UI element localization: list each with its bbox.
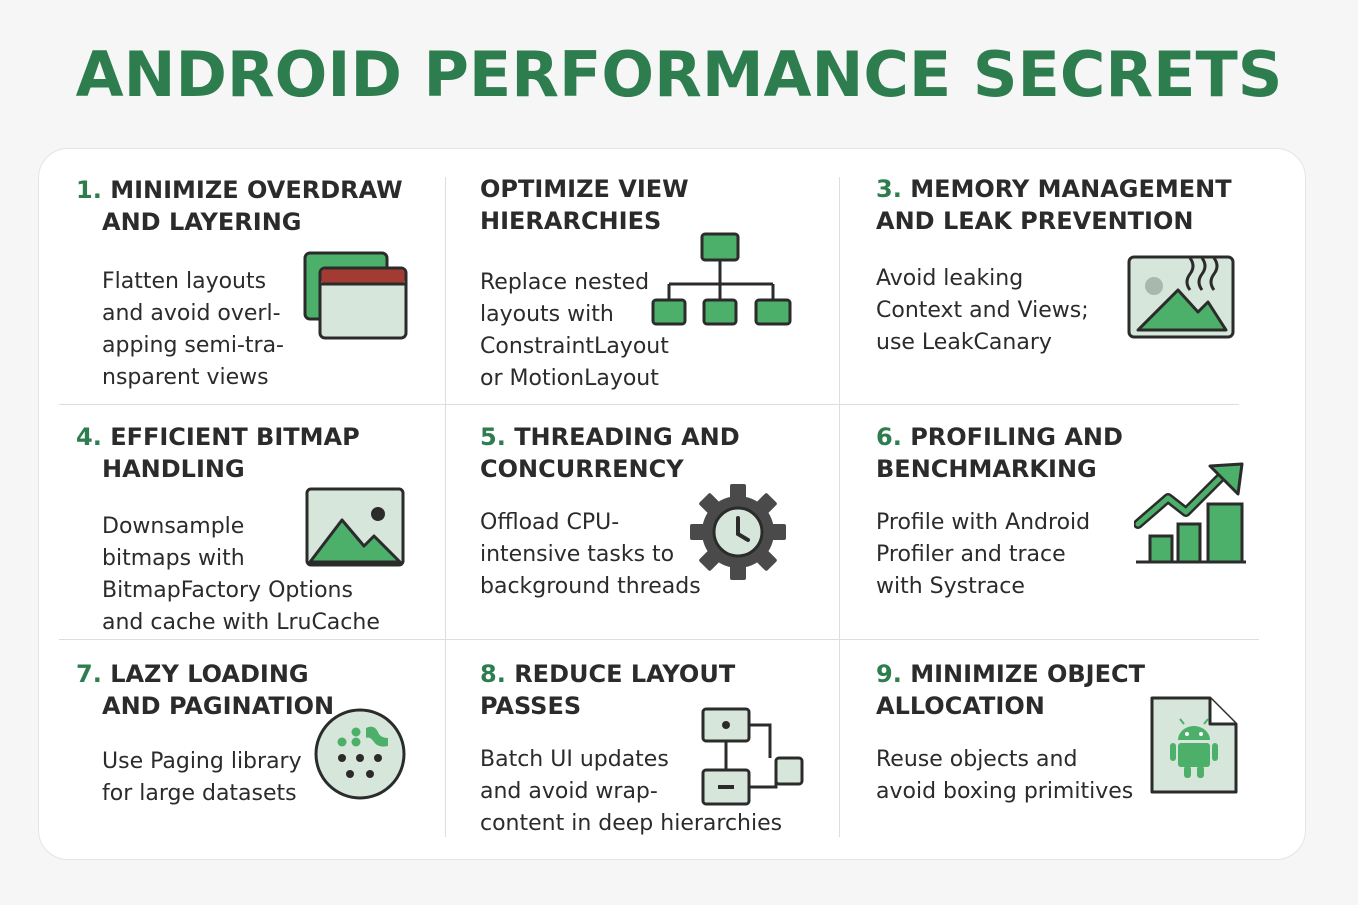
hierarchy-tree-icon <box>651 232 792 326</box>
android-file-icon <box>1150 696 1238 794</box>
flowchart-icon <box>701 707 804 806</box>
row-divider-1 <box>59 404 1239 405</box>
tips-card <box>38 148 1306 860</box>
growth-chart-icon <box>1134 462 1246 564</box>
bitmap-image-icon <box>305 487 405 567</box>
gear-clock-icon <box>690 484 786 580</box>
column-divider-2 <box>839 177 840 837</box>
column-divider-1 <box>445 177 446 837</box>
page-title: ANDROID PERFORMANCE SECRETS <box>75 38 1283 111</box>
dotted-circle-icon <box>314 708 406 800</box>
leaking-image-icon <box>1127 255 1235 339</box>
row-divider-2 <box>59 639 1259 640</box>
overlapping-windows-icon <box>303 251 408 340</box>
